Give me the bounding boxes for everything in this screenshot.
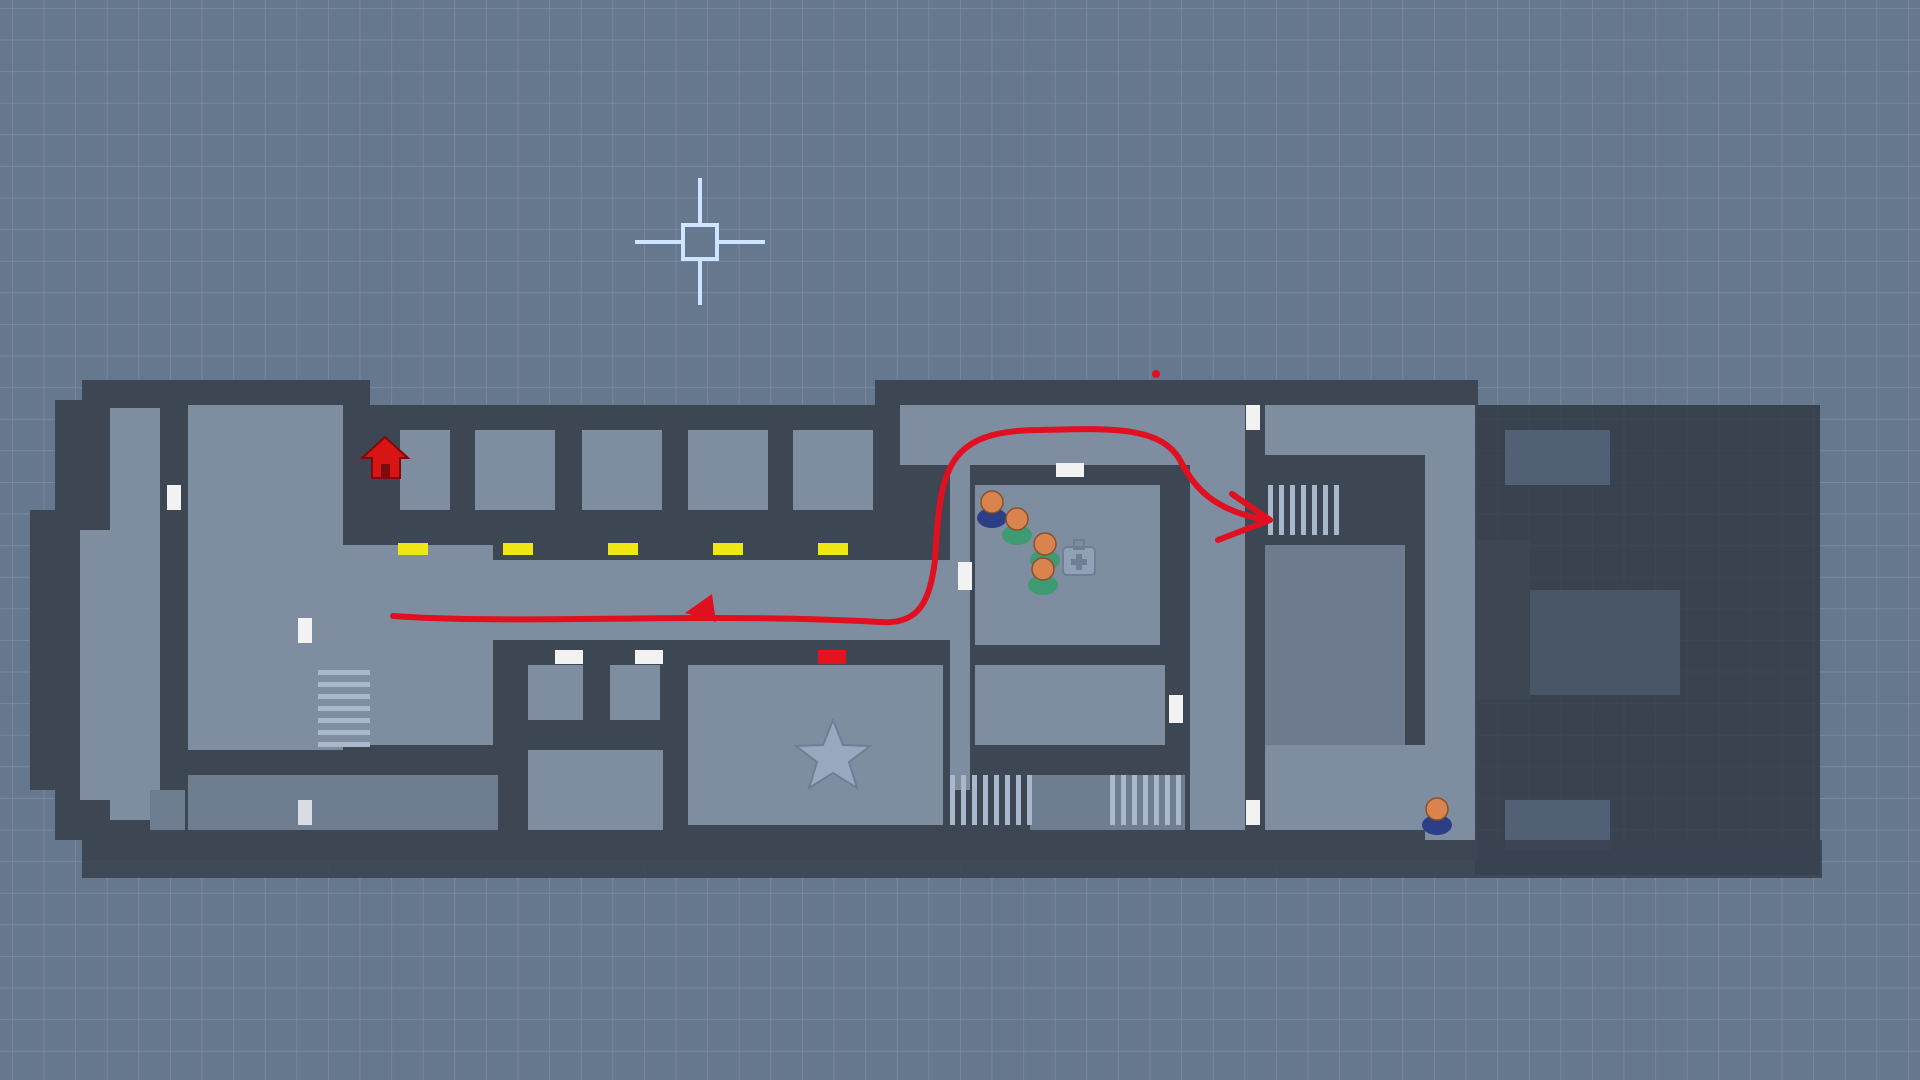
door-open xyxy=(555,650,583,664)
door-open xyxy=(298,618,312,643)
stairs-south-2 xyxy=(1110,775,1181,825)
door-open xyxy=(1246,405,1260,430)
route-marker-dot xyxy=(1152,370,1160,378)
stairs-east xyxy=(1268,485,1339,535)
door-locked xyxy=(818,650,846,664)
planned-route[interactable] xyxy=(390,426,1273,626)
stairs xyxy=(318,485,1339,825)
house-icon[interactable] xyxy=(359,435,411,479)
star-icon[interactable] xyxy=(793,717,873,791)
team-member-1[interactable] xyxy=(977,490,1007,528)
door-open xyxy=(1246,800,1260,825)
door-yellow xyxy=(818,543,848,555)
door-yellow xyxy=(713,543,743,555)
door-open xyxy=(1056,463,1084,477)
team-member-5[interactable] xyxy=(1422,797,1452,835)
door-open xyxy=(635,650,663,664)
doors[interactable] xyxy=(167,405,1260,825)
door-open xyxy=(167,485,181,510)
stairs-south-1 xyxy=(950,775,1032,825)
door-yellow xyxy=(503,543,533,555)
door-open xyxy=(958,562,972,590)
door-yellow xyxy=(608,543,638,555)
door-yellow xyxy=(398,543,428,555)
arrow-icon xyxy=(685,594,716,622)
team-member-2[interactable] xyxy=(1002,507,1032,545)
door-open xyxy=(298,800,312,825)
route-line xyxy=(390,426,1268,626)
medical-case-icon[interactable] xyxy=(1062,539,1096,576)
route-end-arrow-icon xyxy=(1215,491,1273,543)
door-open xyxy=(1169,695,1183,723)
stairs-west xyxy=(318,670,370,747)
crosshair-icon xyxy=(635,178,765,305)
team-member-4[interactable] xyxy=(1028,557,1058,595)
